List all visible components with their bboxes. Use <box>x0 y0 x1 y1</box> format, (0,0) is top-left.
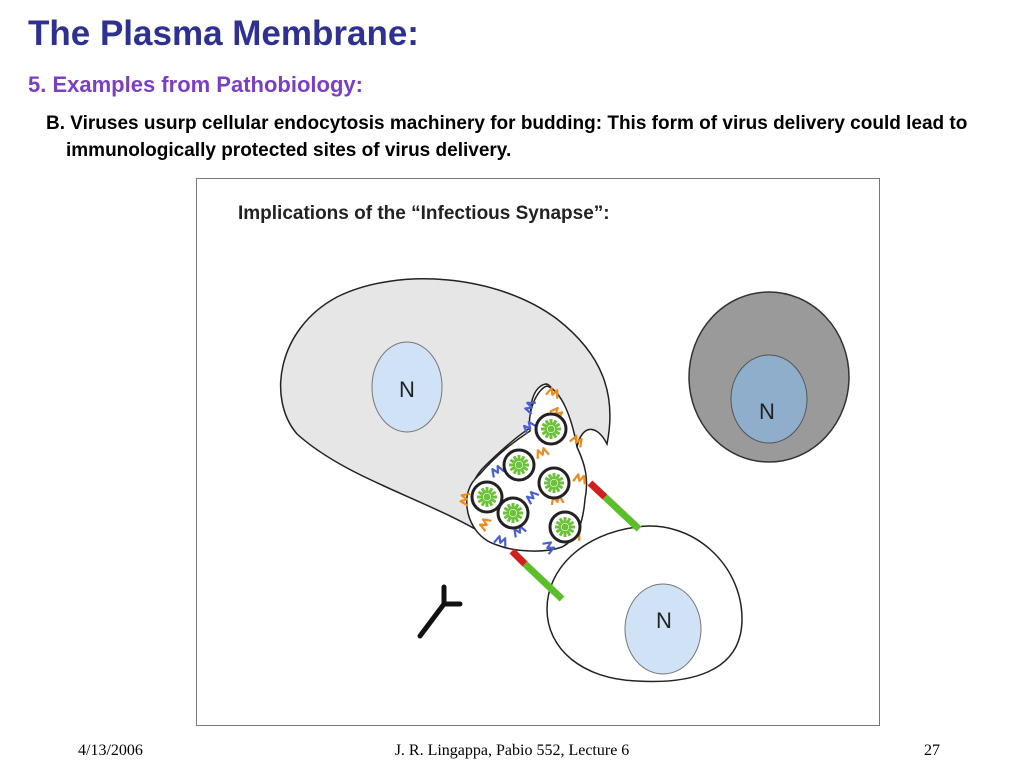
figure-title: Implications of the “Infectious Synapse”… <box>238 203 610 224</box>
receptor-bridge-upper <box>587 480 642 532</box>
antibody-icon <box>417 584 463 639</box>
glycoprotein-icon <box>542 541 556 555</box>
virion-icon <box>470 480 504 514</box>
footer-credit: J. R. Lingappa, Pabio 552, Lecture 6 <box>394 742 630 759</box>
virion-icon <box>502 448 536 482</box>
glycoprotein-icon <box>523 420 537 435</box>
slide-subtitle: 5. Examples from Pathobiology: <box>28 72 363 97</box>
virion-cluster <box>470 412 582 544</box>
receptor-bridge-lower <box>509 548 565 602</box>
nucleus-infected <box>371 341 443 433</box>
virion-icon <box>548 510 582 544</box>
glycoprotein-icon <box>569 434 583 448</box>
glycoprotein-icon <box>459 492 471 507</box>
virion-icon <box>496 496 530 530</box>
glycoprotein-icon <box>493 535 507 547</box>
footer-date: 4/13/2006 <box>78 742 143 759</box>
nucleus-target <box>624 583 702 675</box>
nucleus-label-dark: N <box>759 399 775 424</box>
glycoprotein-icon <box>478 518 492 532</box>
virion-icon <box>537 466 571 500</box>
glycoprotein-icon <box>524 401 536 415</box>
glycoprotein-icon <box>513 524 527 538</box>
infectious-synapse-figure: N N N Implications of the “Infectious Sy… <box>196 178 880 726</box>
synapse-diagram: N N N <box>279 278 850 683</box>
slide-title: The Plasma Membrane: <box>28 14 419 53</box>
glycoprotein-icon <box>491 464 505 478</box>
glycoprotein-icon <box>572 473 586 485</box>
bullet-text: B. Viruses usurp cellular endocytosis ma… <box>46 113 968 161</box>
nucleus-label-target: N <box>656 608 672 633</box>
membrane-glycoproteins <box>459 387 586 555</box>
nucleus-label-infected: N <box>399 377 415 402</box>
nucleus-dark <box>730 354 808 444</box>
glycoprotein-icon <box>536 447 550 459</box>
footer-page-number: 27 <box>924 742 940 759</box>
glycoprotein-icon <box>545 387 559 399</box>
virion-icon <box>534 412 568 446</box>
glycoprotein-icon <box>525 491 540 505</box>
